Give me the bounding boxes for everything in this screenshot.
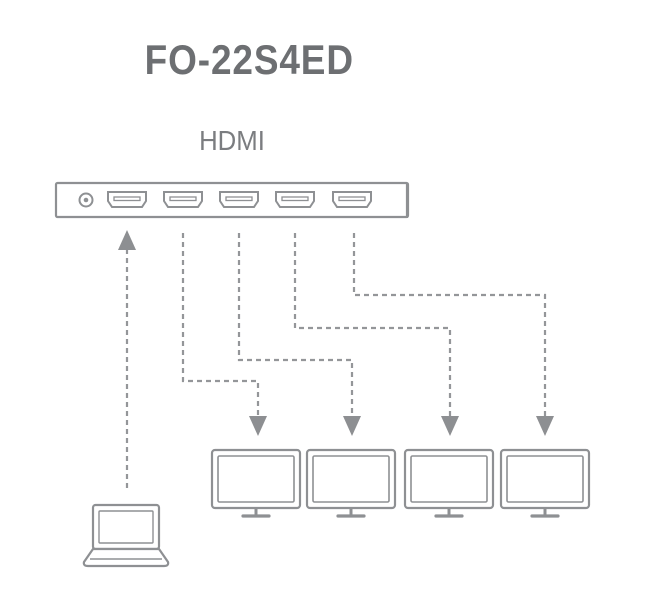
output-dashed-line-1 [181, 233, 260, 416]
output-connection-3 [293, 233, 459, 436]
monitor-2 [305, 448, 397, 518]
hdmi-splitter-icon [54, 181, 410, 219]
monitor-icon [305, 448, 397, 518]
output-dashed-line-4 [352, 233, 547, 416]
hdmi-port-output-2 [219, 191, 259, 208]
output-connection-1 [181, 233, 267, 436]
hdmi-port-input [107, 191, 147, 208]
arrow-icon [343, 416, 361, 436]
output-dashed-line-2 [237, 233, 354, 416]
output-connection-4 [352, 233, 554, 436]
monitor-4 [499, 448, 591, 518]
hdmi-port-output-4 [332, 191, 372, 208]
hdmi-port-icon [275, 191, 315, 208]
input-connection [118, 230, 136, 488]
monitor-icon [499, 448, 591, 518]
output-dashed-line-3 [293, 233, 452, 416]
arrow-icon [536, 416, 554, 436]
output-connection-2 [237, 233, 361, 436]
hdmi-port-output-3 [275, 191, 315, 208]
arrow-icon [118, 230, 136, 250]
hdmi-port-output-1 [163, 191, 203, 208]
hdmi-port-icon [332, 191, 372, 208]
arrow-icon [441, 416, 459, 436]
power-jack-icon [78, 192, 94, 208]
monitor-icon [403, 448, 495, 518]
hdmi-label: HDMI [199, 125, 265, 156]
arrow-icon [249, 416, 267, 436]
hdmi-port-icon [107, 191, 147, 208]
laptop-icon [82, 503, 170, 568]
monitor-icon [210, 448, 302, 518]
hdmi-port-icon [163, 191, 203, 208]
monitor-3 [403, 448, 495, 518]
product-title: FO-22S4ED [144, 36, 354, 83]
hdmi-port-icon [219, 191, 259, 208]
monitor-1 [210, 448, 302, 518]
